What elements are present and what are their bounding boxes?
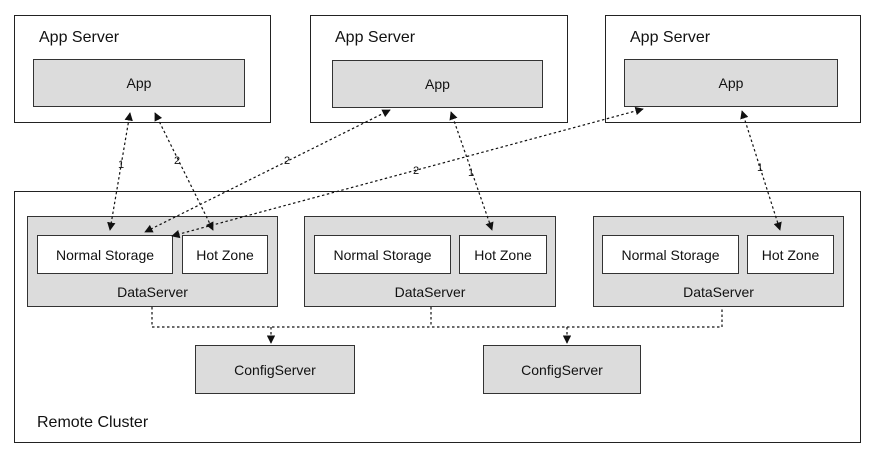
config-server-2: ConfigServer [483,345,641,394]
hot-zone-1: Hot Zone [182,235,268,274]
arrow-label: 2 [413,165,419,177]
arrow-app1-normal1 [107,112,133,231]
bus-line [151,307,723,328]
arrow-label: 1 [468,167,474,179]
hot-zone-2: Hot Zone [459,235,547,274]
app-server-title: App Server [39,29,120,46]
normal-storage-2: Normal Storage [314,235,451,274]
arrow-app2-normal1 [144,109,391,233]
app-box-3: App [624,59,838,107]
arrow-label: 1 [757,162,763,174]
data-server-label: DataServer [394,284,466,300]
app-server-title: App Server [335,29,416,46]
arrow-label: 2 [284,155,290,167]
cluster-title: Remote Cluster [37,414,149,431]
hot-zone-3: Hot Zone [747,235,834,274]
arrow-app2-hot2 [449,111,494,231]
arrow-app3-normal1 [171,106,644,239]
config-server-1: ConfigServer [195,345,355,394]
app-box-1: App [33,59,245,107]
normal-storage-3: Normal Storage [602,235,739,274]
data-server-label: DataServer [683,284,754,300]
arrow-app3-hot3 [740,110,782,231]
arrow-label: 2 [174,155,180,167]
arrow-label: 1 [118,159,124,171]
normal-storage-1: Normal Storage [37,235,173,274]
data-server-label: DataServer [117,284,188,300]
app-server-title: App Server [630,29,711,46]
